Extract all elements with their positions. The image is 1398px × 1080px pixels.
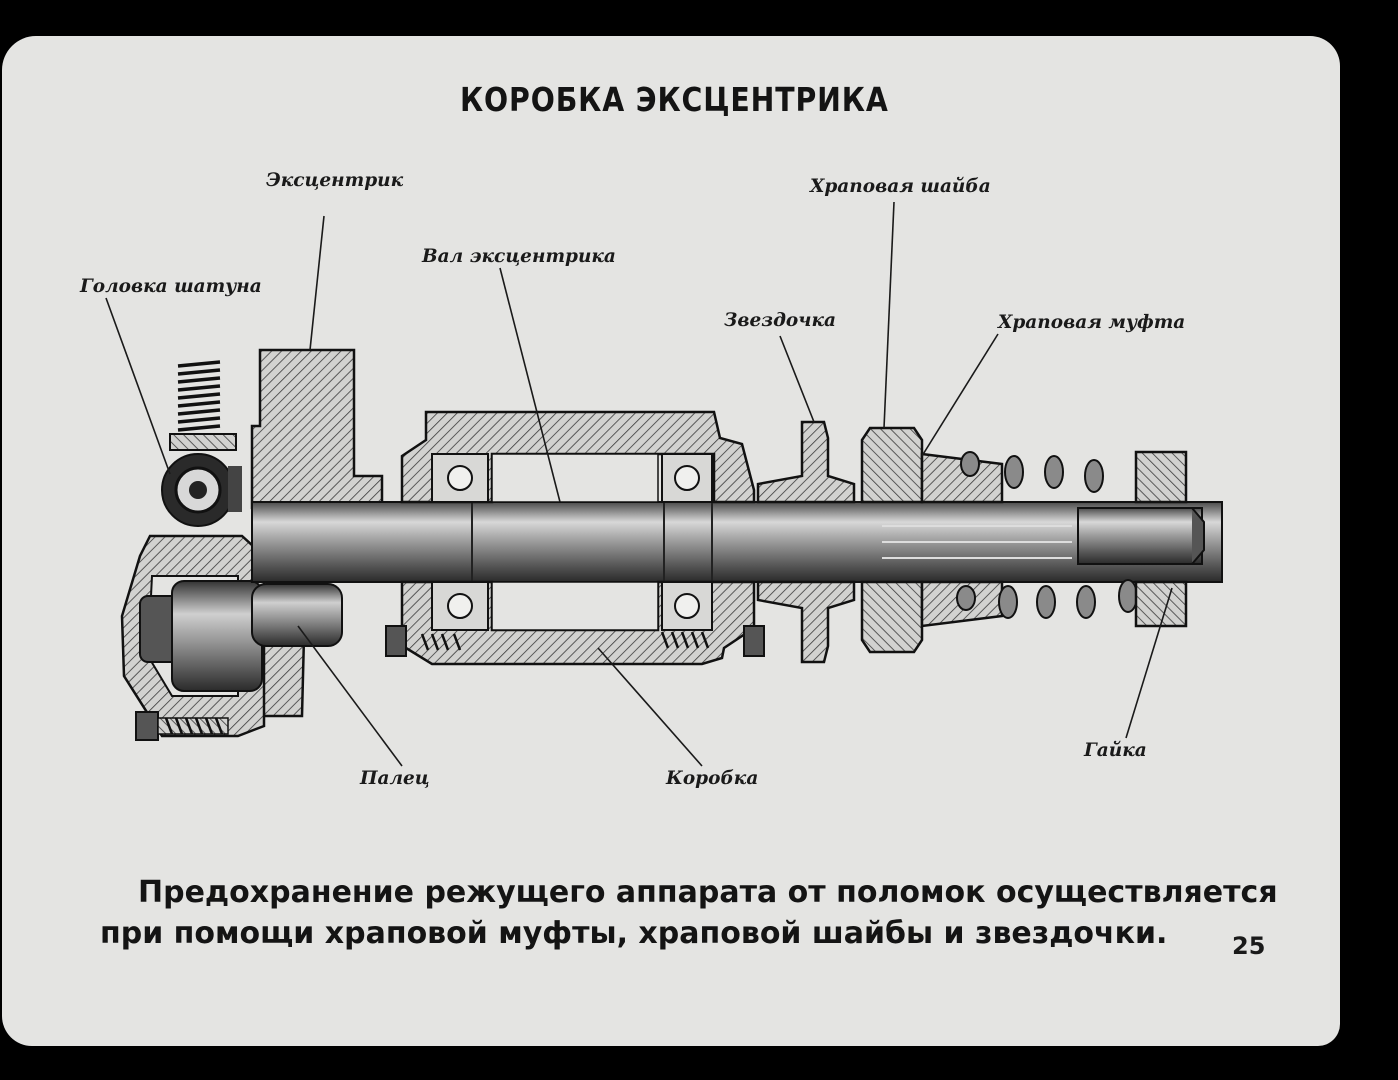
label-sprocket: Звездочка xyxy=(724,310,837,331)
page-number: 25 xyxy=(1232,932,1266,960)
rod-head-spring xyxy=(177,360,221,432)
label-ratchet-clutch: Храповая муфта xyxy=(998,312,1186,333)
page-title: КОРОБКА ЭКСЦЕНТРИКА xyxy=(460,80,889,119)
clutch-spring xyxy=(956,451,1138,619)
eccentric-part xyxy=(250,348,384,510)
label-rod-head: Головка шатуна xyxy=(80,276,262,297)
ratchet-washer xyxy=(860,426,924,504)
slide: КОРОБКА ЭКСЦЕНТРИКА Эксцентрик Головка ш… xyxy=(2,36,1340,1046)
label-ratchet-washer: Храповая шайба xyxy=(810,176,991,197)
label-box: Коробка xyxy=(666,768,759,789)
nut xyxy=(1134,450,1188,504)
bearings xyxy=(431,453,713,631)
label-eccentric-shaft: Вал эксцентрика xyxy=(422,246,616,267)
label-eccentric: Эксцентрик xyxy=(266,170,404,191)
sprocket xyxy=(756,420,856,504)
box-housing-top xyxy=(400,410,756,504)
pin xyxy=(251,583,343,647)
eccentric-shaft xyxy=(251,501,1223,583)
label-pin: Палец xyxy=(360,768,430,789)
label-nut: Гайка xyxy=(1084,740,1147,761)
leader-lines xyxy=(105,201,1173,767)
eccentric-box-cross-section-drawing xyxy=(105,201,1223,767)
caption-line-1: Предохранение режущего аппарата от полом… xyxy=(138,875,1278,910)
caption: Предохранение режущего аппарата от полом… xyxy=(100,872,1278,954)
caption-line-2: при помощи храповой муфты, храповой шайб… xyxy=(100,916,1168,951)
